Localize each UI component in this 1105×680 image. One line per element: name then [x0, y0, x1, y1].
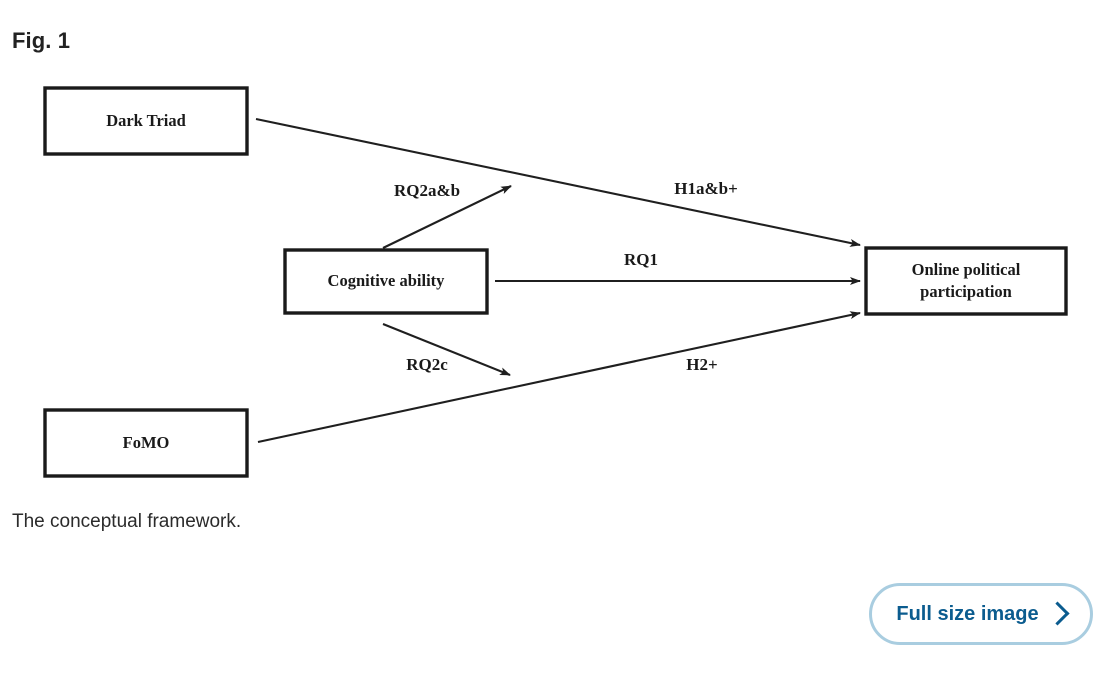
- chevron-right-icon: [1045, 601, 1070, 626]
- node-cognitive-ability: Cognitive ability: [283, 248, 489, 315]
- node-online-political-participation-box: [864, 246, 1068, 316]
- node-cognitive-ability-label: Cognitive ability: [328, 271, 446, 290]
- figure-number-heading: Fig. 1: [12, 28, 71, 53]
- diagram-edge-labels: H1a&b+ RQ2a&b RQ1 RQ2c H2+: [394, 179, 738, 374]
- figure-caption: The conceptual framework.: [12, 511, 242, 532]
- node-online-political-participation-label-line2: participation: [920, 282, 1012, 301]
- conceptual-framework-diagram: H1a&b+ RQ2a&b RQ1 RQ2c H2+ Dark Triad Co…: [0, 62, 1105, 492]
- node-online-political-participation-inner-gap: [869, 251, 1063, 311]
- full-size-image-button[interactable]: Full size image: [869, 583, 1093, 645]
- node-online-political-participation-label-line1: Online political: [912, 260, 1021, 279]
- edge-h1ab-line: [255, 117, 861, 247]
- node-dark-triad-label: Dark Triad: [106, 111, 186, 130]
- edge-label-rq1: RQ1: [624, 250, 658, 269]
- node-dark-triad-inner-gap: [48, 91, 244, 151]
- edge-label-rq2ab: RQ2a&b: [394, 181, 460, 200]
- node-dark-triad-box: [43, 86, 249, 156]
- edge-h2-line: [257, 311, 861, 444]
- edge-label-h1ab: H1a&b+: [674, 179, 738, 198]
- node-fomo-box: [43, 408, 249, 478]
- edge-rq2c-line: [382, 323, 511, 376]
- diagram-svg: H1a&b+ RQ2a&b RQ1 RQ2c H2+ Dark Triad Co…: [43, 86, 1068, 478]
- diagram-edges: [255, 117, 861, 444]
- edge-rq2ab-line: [382, 185, 512, 249]
- edge-label-h2: H2+: [686, 355, 717, 374]
- node-cognitive-ability-inner-gap: [288, 253, 484, 310]
- node-cognitive-ability-box: [283, 248, 489, 315]
- node-fomo-inner-gap: [48, 413, 244, 473]
- edge-label-rq2c: RQ2c: [406, 355, 448, 374]
- node-dark-triad: Dark Triad: [43, 86, 249, 156]
- node-online-political-participation: Online political participation: [864, 246, 1068, 316]
- node-fomo-label: FoMO: [123, 433, 170, 452]
- node-fomo: FoMO: [43, 408, 249, 478]
- full-size-image-label: Full size image: [896, 602, 1039, 625]
